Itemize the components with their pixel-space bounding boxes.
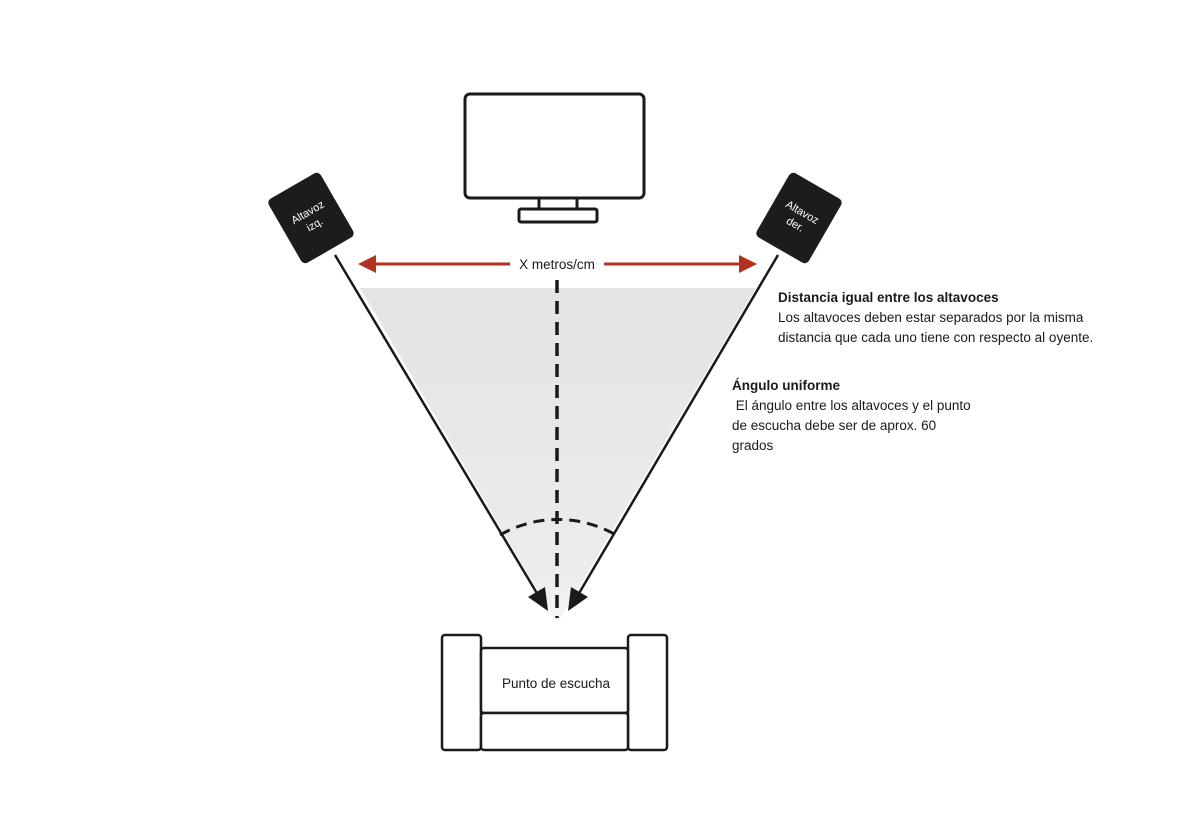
note-equal-distance-body: Los altavoces deben estar separados por … — [778, 310, 1094, 345]
right-sight-arrowhead-icon — [568, 587, 588, 611]
left-speaker: Altavoz izq. — [268, 172, 354, 264]
note-uniform-angle: Ángulo uniforme El ángulo entre los alta… — [732, 376, 992, 456]
angle-arc — [499, 517, 617, 537]
right-speaker: Altavoz der. — [756, 172, 842, 264]
distance-arrow — [358, 255, 757, 273]
note-equal-distance: Distancia igual entre los altavoces Los … — [778, 288, 1178, 348]
arrowhead-left-icon — [358, 255, 376, 273]
right-sight-line — [576, 254, 780, 596]
note-uniform-angle-body: El ángulo entre los altavoces y el punto… — [732, 398, 971, 453]
note-uniform-angle-title: Ángulo uniforme — [732, 378, 840, 393]
left-sight-line — [333, 254, 540, 596]
note-equal-distance-title: Distancia igual entre los altavoces — [778, 290, 999, 305]
left-sight-arrowhead-icon — [528, 587, 548, 611]
sofa-icon — [440, 633, 669, 752]
distance-label: X metros/cm — [519, 257, 595, 272]
listening-point-label: Punto de escucha — [502, 676, 611, 691]
tv-monitor-icon — [463, 92, 646, 224]
arrowhead-right-icon — [739, 255, 757, 273]
